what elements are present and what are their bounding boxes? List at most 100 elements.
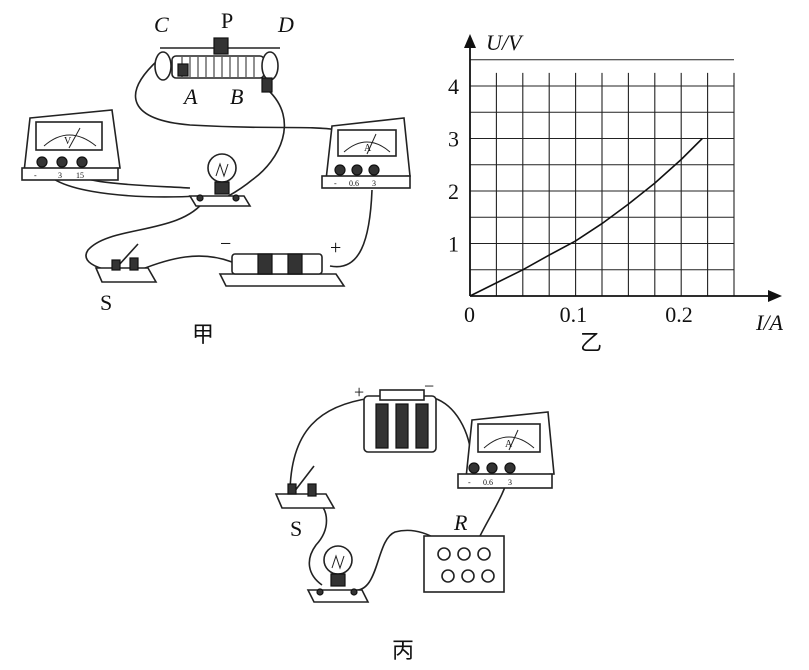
ammeter-needle-bing: [508, 429, 519, 451]
battery-cell-2: [395, 403, 409, 449]
switch-base: [94, 267, 158, 283]
circuit-jia: C P D A B V - 3 15: [21, 8, 411, 347]
ammeter-terminal-minus-bing[interactable]: [468, 462, 480, 474]
switch-label-jia: S: [100, 290, 112, 315]
chart-grid: [470, 59, 735, 296]
voltmeter-terminal-minus[interactable]: [36, 156, 48, 168]
resistor-socket-4[interactable]: [441, 569, 455, 583]
battery-tube: [231, 253, 323, 275]
battery-plus-label-bing: +: [354, 382, 364, 402]
caption-jia: 甲: [192, 322, 214, 347]
voltmeter-term-15-label: 15: [76, 171, 84, 180]
switch-pivot: [111, 259, 121, 271]
bulb-socket-bing: [330, 573, 346, 587]
resistor-socket-1[interactable]: [437, 547, 451, 561]
wire-battery-to-ammeter: [329, 189, 373, 268]
wire-rheostat-b-to-bulb: [224, 89, 286, 199]
wire-bulb-to-resistor: [351, 529, 439, 591]
wires-bing: [289, 397, 511, 591]
rheostat-windings: [181, 57, 255, 77]
battery-cell-1: [375, 403, 389, 449]
battery-minus-label: −: [220, 233, 231, 255]
rheostat-terminal-b[interactable]: [261, 77, 273, 93]
ammeter-term-06-label: 0.6: [349, 179, 359, 188]
resistor-box: R: [423, 510, 505, 593]
bulb-glass: [207, 153, 237, 183]
ammeter-jia: A - 0.6 3: [321, 117, 411, 189]
voltmeter-terminal-15[interactable]: [76, 156, 88, 168]
y-tick-label: 2: [448, 179, 459, 204]
resistor-socket-2[interactable]: [457, 547, 471, 561]
rheostat-label-p: P: [221, 8, 233, 33]
rheostat-end-right: [261, 51, 279, 81]
bulb-terminal-left[interactable]: [196, 194, 204, 202]
voltmeter-dial: [35, 121, 103, 151]
ammeter-term-3-label-bing: 3: [508, 478, 512, 487]
y-axis-arrow: [464, 34, 476, 48]
ammeter-dial-bing: [477, 423, 541, 453]
x-tick-label: 0.2: [665, 302, 693, 327]
ammeter-term-06-label-bing: 0.6: [483, 478, 493, 487]
ammeter-terminal-3-bing[interactable]: [504, 462, 516, 474]
bulb-terminal-left-bing[interactable]: [316, 588, 324, 596]
voltmeter-term-3-label: 3: [58, 171, 62, 180]
x-tick-label: 0: [464, 302, 475, 327]
switch-clip: [129, 257, 139, 271]
battery-cell-band-1: [257, 253, 273, 275]
bulb-terminal-right-bing[interactable]: [350, 588, 358, 596]
bulb-socket: [214, 181, 230, 195]
rheostat-label-a: A: [182, 84, 198, 109]
battery-holder-jia: − +: [218, 233, 346, 287]
voltmeter-scale-arc: [43, 134, 97, 147]
battery-cell-band-2: [287, 253, 303, 275]
ammeter-term-minus-label-bing: -: [468, 478, 471, 487]
circuit-bing: + − A - 0.6 3 S: [274, 376, 555, 663]
rheostat-end-left: [154, 51, 172, 81]
ammeter-letter: A: [364, 143, 372, 154]
y-tick-label: 4: [448, 74, 459, 99]
ammeter-letter-bing: A: [505, 439, 513, 450]
switch-lever[interactable]: [117, 243, 139, 267]
ammeter-bing: A - 0.6 3: [457, 411, 555, 489]
ammeter-terminal-06[interactable]: [351, 164, 363, 176]
x-axis-label: I/A: [755, 310, 783, 335]
rheostat-terminal-a[interactable]: [177, 63, 189, 77]
switch-lever-bing[interactable]: [293, 465, 315, 493]
resistor-socket-3[interactable]: [477, 547, 491, 561]
bulb-terminal-right[interactable]: [232, 194, 240, 202]
ammeter-needle: [366, 133, 377, 155]
battery-plus-label: +: [330, 237, 341, 259]
ammeter-terminal-minus[interactable]: [334, 164, 346, 176]
ammeter-terminal-3[interactable]: [368, 164, 380, 176]
battery-top: [379, 389, 425, 401]
wire-switch-to-bulb: [308, 499, 328, 586]
rheostat-label-c: C: [154, 12, 169, 37]
ammeter-terminal-06-bing[interactable]: [486, 462, 498, 474]
rheostat-label-d: D: [277, 12, 294, 37]
switch-label-bing: S: [290, 516, 302, 541]
y-axis-label: U/V: [486, 30, 524, 55]
x-axis-arrow: [768, 290, 782, 302]
wire-switch-to-battery: [139, 255, 233, 271]
resistor-socket-5[interactable]: [461, 569, 475, 583]
wire-battery-plus-to-switch: [289, 397, 373, 496]
ammeter-scale-arc-bing: [483, 436, 535, 449]
battery-cell-3: [415, 403, 429, 449]
battery-bing: + −: [354, 376, 437, 453]
x-tick-label: 0.1: [560, 302, 588, 327]
battery-minus-label-bing: −: [424, 376, 434, 396]
bulb-bing: [306, 545, 370, 603]
voltmeter-needle: [68, 127, 81, 149]
switch-pivot-bing: [287, 483, 297, 495]
resistor-socket-6[interactable]: [481, 569, 495, 583]
caption-bing: 丙: [392, 638, 414, 663]
voltmeter-terminal-3[interactable]: [56, 156, 68, 168]
rheostat-slider-p[interactable]: [213, 37, 229, 55]
caption-yi: 乙: [580, 330, 602, 355]
ammeter-term-minus-label: -: [334, 179, 337, 188]
voltmeter: V - 3 15: [21, 109, 121, 181]
bulb-filament: [215, 162, 229, 178]
